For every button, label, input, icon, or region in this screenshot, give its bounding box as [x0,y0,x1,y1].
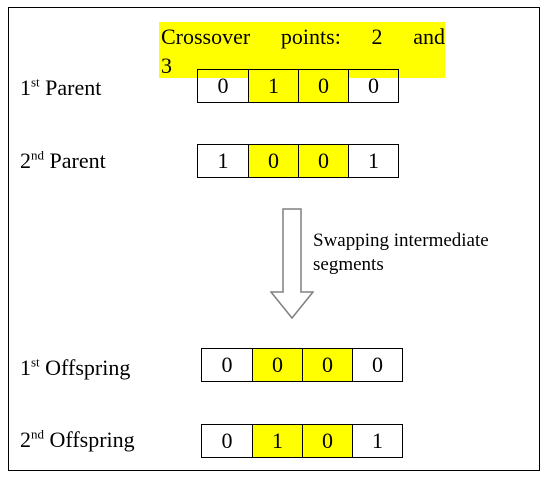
gene-cell: 1 [352,425,402,457]
second-offspring-label: 2nd Offspring [20,427,135,453]
down-arrow-icon [270,208,314,320]
gene-cell: 0 [352,349,402,381]
gene-cell-swapped: 0 [248,145,298,177]
title-line-2: 3 [161,53,172,78]
title-word: points: [280,24,341,49]
crossover-points-title: Crossover points: 2 and 3 [159,22,445,78]
gene-cell-swapped: 1 [248,70,298,102]
ordinal-suffix: st [31,74,40,90]
row-name: Offspring [45,355,131,380]
gene-cell-swapped: 0 [252,349,302,381]
title-word: and [413,24,445,49]
gene-cell-swapped: 0 [302,425,352,457]
gene-cell-swapped: 0 [298,145,348,177]
swap-caption-line-2: segments [313,254,384,275]
gene-cell-swapped: 0 [298,70,348,102]
ordinal: 1 [20,355,31,380]
first-parent-chromosome: 0 1 0 0 [197,69,399,103]
swap-caption-line-1: Swapping intermediate [313,230,489,251]
second-offspring-chromosome: 0 1 0 1 [201,424,403,458]
title-word: Crossover [161,24,251,49]
gene-cell: 1 [217,148,229,173]
ordinal: 2 [20,427,31,452]
row-name: Parent [45,75,102,100]
ordinal: 1 [20,75,31,100]
second-parent-label: 2nd Parent [20,148,106,174]
ordinal-suffix: nd [31,426,44,442]
gene-cell: 0 [348,70,398,102]
row-name: Offspring [49,427,135,452]
second-parent-chromosome: 1 0 0 1 [197,144,399,178]
row-name: Parent [49,148,106,173]
ordinal-suffix: st [31,354,40,370]
title-word: 2 [371,24,383,49]
gene-cell: 0 [221,428,233,453]
ordinal-suffix: nd [31,147,44,163]
gene-cell-swapped: 0 [302,349,352,381]
ordinal: 2 [20,148,31,173]
first-offspring-label: 1st Offspring [20,355,130,381]
first-offspring-chromosome: 0 0 0 0 [201,348,403,382]
gene-cell-swapped: 1 [252,425,302,457]
gene-cell: 0 [221,352,233,377]
diagram-frame [8,7,540,471]
first-parent-label: 1st Parent [20,75,101,101]
gene-cell: 1 [348,145,398,177]
gene-cell: 0 [217,73,229,98]
swap-caption: Swapping intermediate segments [313,229,489,277]
